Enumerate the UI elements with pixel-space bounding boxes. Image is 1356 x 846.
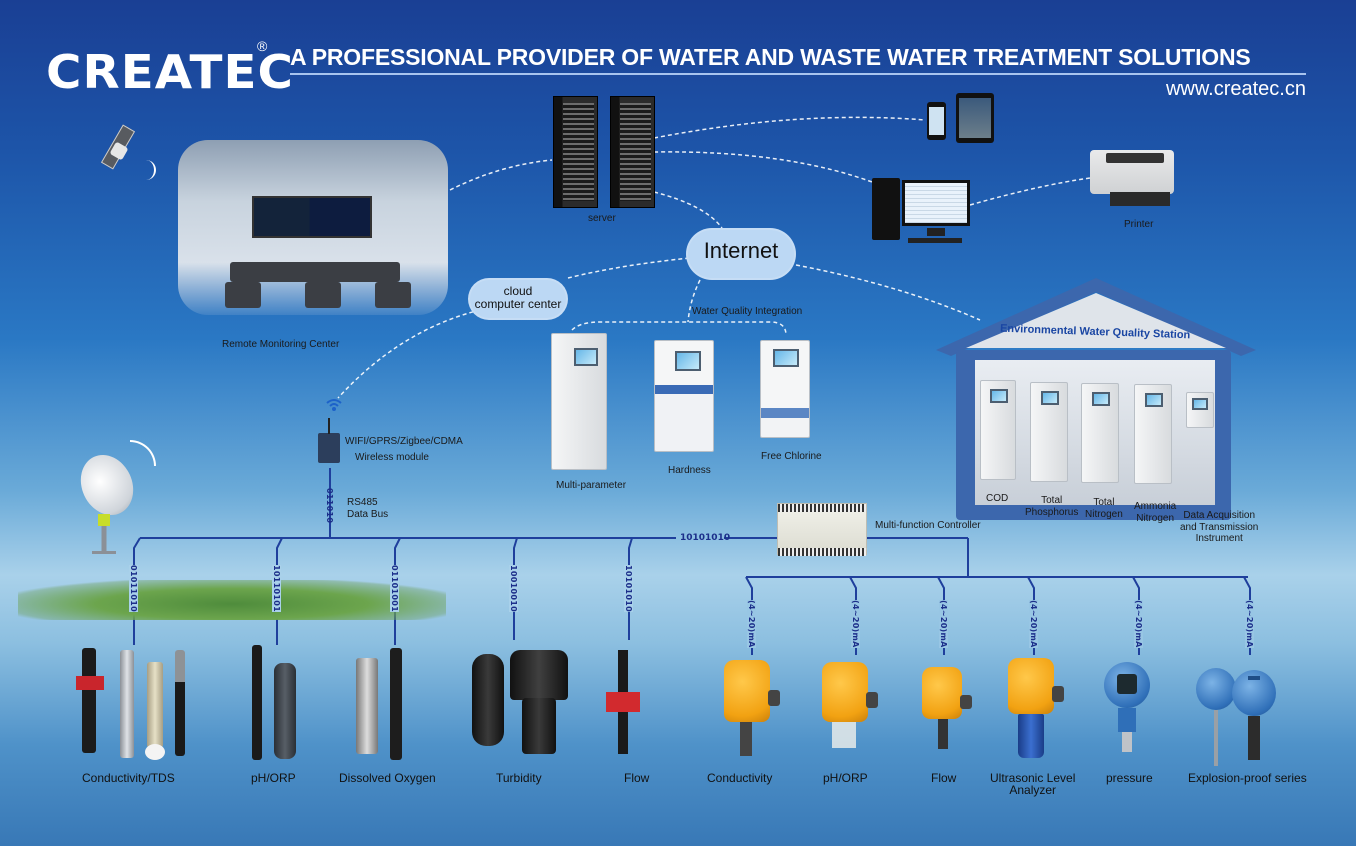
wireless-module-icon xyxy=(318,433,340,463)
wifi-icon xyxy=(326,398,342,412)
satellite-icon xyxy=(96,124,156,180)
website-link[interactable]: www.createc.cn xyxy=(1165,78,1306,100)
cloud-label-line2: computer center xyxy=(474,297,562,311)
analog-signal-label: (4~20)mA xyxy=(1029,600,1038,648)
antenna xyxy=(328,418,330,434)
sensor-label: Dissolved Oxygen xyxy=(339,771,436,785)
ph-orp-transmitter xyxy=(822,662,882,762)
total-phosphorus-analyzer xyxy=(1030,382,1068,482)
explosion-proof-transmitters xyxy=(1196,668,1296,768)
server-label: server xyxy=(588,213,616,224)
device-label: Free Chlorine xyxy=(761,451,822,462)
ph-orp-probes xyxy=(248,645,308,763)
server-rack-icon xyxy=(553,96,598,208)
sensor-bus-code: 10110101 xyxy=(272,565,281,612)
sensor-bus-code: 10101010 xyxy=(624,565,633,612)
analog-signal-label: (4~20)mA xyxy=(851,600,860,648)
ultrasonic-level-transmitter xyxy=(1008,658,1072,762)
station-unit-label: COD xyxy=(986,493,1009,504)
chair xyxy=(225,282,261,308)
dissolved-oxygen-probes xyxy=(356,644,416,762)
ammonia-nitrogen-analyzer xyxy=(1134,384,1172,484)
tablet-icon xyxy=(956,93,994,143)
cloud-computer-center: cloud computer center xyxy=(468,278,568,320)
sensor-label: Flow xyxy=(624,771,650,785)
sensor-bus-code: 10010010 xyxy=(509,565,518,612)
flow-sensor xyxy=(604,650,644,756)
conductivity-tds-probes xyxy=(76,648,196,760)
total-nitrogen-analyzer xyxy=(1081,383,1119,483)
cod-analyzer xyxy=(980,380,1016,480)
conductivity-transmitter xyxy=(722,660,782,760)
cloud-label-line1: cloud xyxy=(503,284,533,298)
uplink-code: 011010 xyxy=(325,488,334,524)
sensor-label: Conductivity xyxy=(707,771,773,785)
createc-logo: CREATEC xyxy=(46,45,295,99)
printer-label: Printer xyxy=(1124,219,1154,230)
sensor-label: pressure xyxy=(1106,771,1153,785)
chair xyxy=(375,282,411,308)
station-roof xyxy=(936,278,1256,358)
analog-signal-label: (4~20)mA xyxy=(1245,600,1254,648)
satellite-dish-icon xyxy=(71,440,158,555)
console-desk xyxy=(230,262,400,282)
remote-center-label: Remote Monitoring Center xyxy=(222,339,340,350)
sensor-label: pH/ORP xyxy=(251,771,296,785)
registered-mark: ® xyxy=(257,38,268,54)
video-wall xyxy=(252,196,372,238)
analog-signal-label: (4~20)mA xyxy=(1134,600,1143,648)
sensor-label: Explosion-proof series xyxy=(1188,771,1307,785)
data-acquisition-instrument xyxy=(1186,392,1214,428)
pressure-transmitter xyxy=(1098,660,1158,760)
sensor-label: Turbidity xyxy=(496,771,542,785)
device-label: Multi-parameter xyxy=(556,480,627,491)
multi-parameter-analyzer xyxy=(551,333,607,470)
printer-icon xyxy=(1090,150,1174,212)
plc-controller-icon xyxy=(777,503,867,556)
sensor-label: Flow xyxy=(931,771,957,785)
hardness-analyzer xyxy=(654,340,714,452)
sensor-label: Conductivity/TDS xyxy=(82,771,175,785)
title-underline xyxy=(290,73,1306,75)
sensor-label: pH/ORP xyxy=(823,771,868,785)
integration-label: Water Quality Integration xyxy=(692,306,803,317)
device-label: Hardness xyxy=(668,465,711,476)
analog-signal-label: (4~20)mA xyxy=(939,600,948,648)
flow-transmitter xyxy=(922,667,982,757)
island-backdrop xyxy=(18,580,446,620)
controller-label: Multi-function Controller xyxy=(875,520,981,531)
sensor-bus-code: 01011010 xyxy=(129,565,138,612)
chair xyxy=(305,282,341,308)
internet-cloud: Internet xyxy=(686,228,796,280)
wireless-protocols: WIFI/GPRS/Zigbee/CDMA xyxy=(345,436,463,447)
smartphone-icon xyxy=(927,102,946,140)
page-title: A PROFESSIONAL PROVIDER OF WATER AND WAS… xyxy=(290,44,1251,70)
turbidity-sensors xyxy=(470,648,580,758)
free-chlorine-analyzer xyxy=(760,340,810,438)
sensor-bus-code: 01101001 xyxy=(390,565,399,612)
server-rack-icon xyxy=(610,96,655,208)
controller-bus-code: 10101010 xyxy=(680,533,731,543)
analog-signal-label: (4~20)mA xyxy=(747,600,756,648)
desktop-computer-icon xyxy=(872,178,972,248)
wireless-module-label: Wireless module xyxy=(355,452,429,463)
